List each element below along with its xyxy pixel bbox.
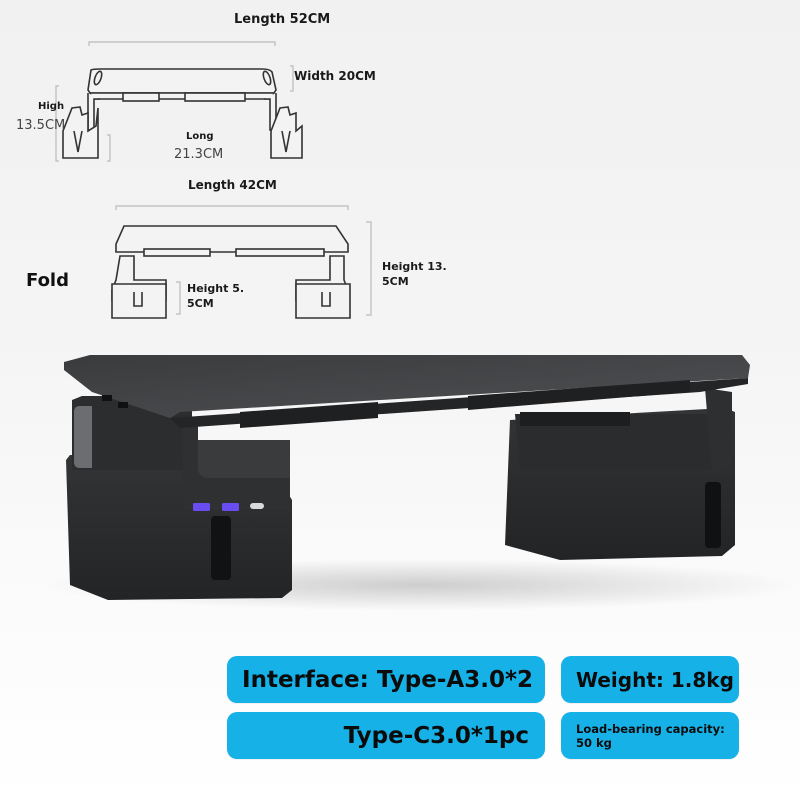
weight-text: Weight: 1.8kg [576, 667, 734, 692]
weight-chip: Weight: 1.8kg [561, 656, 739, 703]
length-52-label: Length 52CM [234, 12, 331, 27]
folded-stand-drawing [111, 205, 372, 319]
long-value: 21.3CM [174, 147, 224, 162]
total-height-line1: Height 13. [382, 260, 447, 273]
base-height-line2: 5CM [187, 297, 214, 310]
monitor-riser-render [40, 355, 800, 611]
usb-a-port [193, 503, 210, 511]
usb-c-port [250, 503, 264, 509]
high-title: High [38, 101, 65, 112]
long-title: Long [186, 131, 214, 142]
interface-chip: Interface: Type-A3.0*2 [227, 656, 545, 703]
type-c-chip: Type-C3.0*1pc [227, 712, 545, 759]
high-value: 13.5CM [16, 118, 66, 133]
total-height-label: Height 13. 5CM [382, 259, 447, 289]
interface-text: Interface: Type-A3.0*2 [242, 666, 533, 693]
unfolded-stand-drawing [55, 41, 303, 162]
total-height-line2: 5CM [382, 275, 409, 288]
load-capacity-text: Load-bearing capacity: 50 kg [576, 721, 725, 750]
length-42-label: Length 42CM [188, 178, 277, 192]
load-capacity-chip: Load-bearing capacity: 50 kg [561, 712, 739, 759]
width-20-label: Width 20CM [294, 69, 376, 83]
base-height-label: Height 5. 5CM [187, 281, 244, 311]
base-height-line1: Height 5. [187, 282, 245, 295]
type-c-text: Type-C3.0*1pc [343, 722, 529, 749]
usb-a-port [222, 503, 239, 511]
fold-title: Fold [26, 270, 69, 291]
